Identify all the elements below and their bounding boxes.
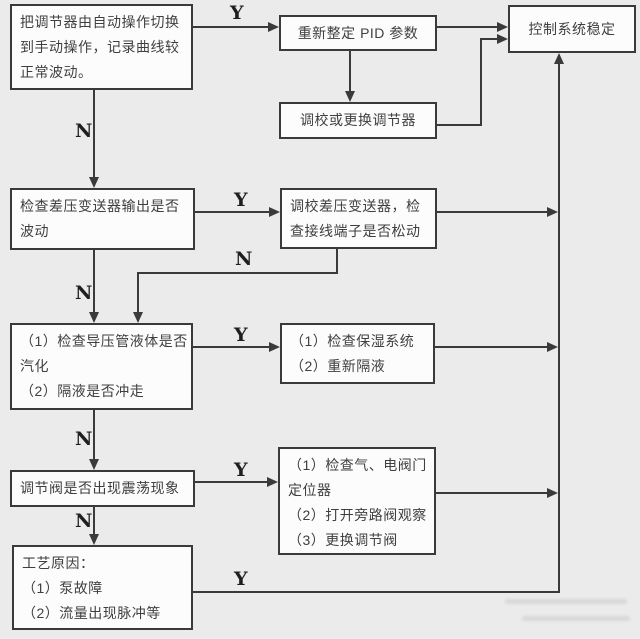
connector-check-transmitter-to-check-impulse [93, 250, 95, 312]
node-text-line: 波动 [20, 223, 49, 239]
arrowhead-into-recalibrate-transmitter [269, 207, 280, 217]
node-text-line: （1）泵故障 [22, 580, 103, 596]
connector-switch-to-check-transmitter [93, 90, 95, 177]
node-text-line: 正常波动。 [20, 64, 93, 80]
node-check-insulation-system: （1）检查保湿系统 （2）重新隔液 [280, 323, 435, 384]
arrowhead-into-positioner [267, 477, 278, 487]
connector-positioner-to-trunk [436, 492, 547, 494]
branch-label-no-row3: N [75, 428, 93, 450]
node-text-line: 重新整定 PID 参数 [297, 24, 419, 41]
arrowhead-positioner-into-trunk [547, 488, 558, 498]
node-check-impulse-line: （1）检查导压管液体是否 汽化 （2）隔液是否冲走 [10, 323, 193, 410]
watermark-smudge [522, 616, 630, 621]
node-text-line: 调校差压变送器，检 [290, 198, 421, 214]
connector-retune-pid-to-stable [437, 26, 497, 28]
connector-check-impulse-to-insulation [193, 346, 269, 348]
node-recalibrate-or-replace-controller: 调校或更换调节器 [279, 102, 437, 139]
arrowhead-into-stable-second [497, 34, 508, 44]
node-text-line: 调节阀是否出现震荡现象 [20, 480, 180, 496]
branch-label-no-feedback: N [235, 248, 253, 270]
connector-process-causes-to-trunk [193, 591, 560, 593]
branch-label-no-row1: N [75, 120, 93, 142]
connector-valve-osc-to-process-causes [93, 507, 95, 534]
connector-valve-osc-to-positioner [195, 481, 267, 483]
arrowhead-into-check-impulse [89, 312, 99, 323]
node-text-line: 到手动操作，记录曲线较 [20, 39, 180, 55]
node-text-line: （2）隔液是否冲走 [20, 383, 145, 399]
node-text-line: （2）流量出现脉冲等 [22, 605, 161, 621]
node-text-line: （2）重新隔液 [290, 358, 386, 374]
node-text-line: 汽化 [20, 358, 49, 374]
branch-label-no-row4: N [75, 510, 93, 532]
connector-replace-controller-to-stable-h1 [437, 124, 482, 126]
arrowhead-feedback-into-check-impulse [133, 312, 143, 323]
node-text-line: 查接线端子是否松动 [290, 223, 421, 239]
node-text-line: 控制系统稳定 [528, 20, 616, 37]
branch-label-no-row2: N [75, 282, 93, 304]
connector-trunk-to-stable [558, 64, 560, 593]
connector-recalibrate-no-feedback-h [137, 272, 338, 274]
node-text-line: 调校或更换调节器 [300, 112, 416, 128]
node-text-line: 检查差压变送器输出是否 [20, 198, 180, 214]
node-text-line: （1）检查保湿系统 [290, 333, 415, 349]
node-retune-pid: 重新整定 PID 参数 [279, 15, 437, 51]
node-text-line: （2）打开旁路阀观察 [288, 507, 427, 523]
connector-insulation-to-trunk [435, 346, 547, 348]
arrowhead-into-insulation [269, 342, 280, 352]
node-control-system-stable: 控制系统稳定 [508, 5, 636, 53]
connector-recalibrate-to-trunk [437, 211, 547, 213]
connector-recalibrate-no-feedback-v2 [137, 274, 139, 312]
node-text-line: （1）检查导压管液体是否 [20, 333, 188, 349]
arrowhead-into-check-transmitter [89, 177, 99, 188]
node-process-causes: 工艺原因： （1）泵故障 （2）流量出现脉冲等 [12, 545, 193, 630]
arrowhead-into-replace-controller [345, 91, 355, 102]
node-recalibrate-dp-transmitter: 调校差压变送器，检 查接线端子是否松动 [280, 188, 437, 249]
node-text-line: 工艺原因： [22, 555, 95, 571]
arrowhead-into-process-causes [89, 534, 99, 545]
branch-label-yes-row4: Y [234, 459, 248, 481]
node-text-line: 定位器 [288, 482, 332, 498]
arrowhead-trunk-into-stable [554, 53, 564, 64]
node-text-line: （3）更换调节阀 [288, 532, 398, 548]
watermark-smudge [505, 599, 627, 604]
node-text-line: （1）检查气、电阀门 [288, 457, 427, 473]
node-check-dp-transmitter-output: 检查差压变送器输出是否 波动 [10, 188, 195, 250]
branch-label-yes-row1: Y [230, 2, 244, 24]
branch-label-yes-row2: Y [234, 189, 248, 211]
node-switch-to-manual: 把调节器由自动操作切换 到手动操作，记录曲线较 正常波动。 [10, 4, 193, 90]
connector-check-impulse-to-valve-osc [93, 410, 95, 459]
branch-label-yes-row5: Y [234, 568, 248, 590]
branch-label-yes-row3: Y [234, 324, 248, 346]
connector-check-transmitter-to-recalibrate [195, 211, 269, 213]
arrowhead-into-valve-osc [89, 459, 99, 470]
arrowhead-recalibrate-into-trunk [547, 207, 558, 217]
connector-recalibrate-no-feedback-v1 [336, 249, 338, 272]
connector-replace-controller-to-stable-h2 [480, 38, 497, 40]
arrowhead-into-stable-top [497, 22, 508, 32]
connector-replace-controller-to-stable-v [480, 39, 482, 126]
node-text-line: 把调节器由自动操作切换 [20, 14, 180, 30]
arrowhead-into-retune-pid [268, 22, 279, 32]
node-check-valve-oscillation: 调节阀是否出现震荡现象 [10, 470, 195, 507]
arrowhead-insulation-into-trunk [547, 342, 558, 352]
connector-switch-to-retune-pid [193, 26, 268, 28]
node-check-valve-positioner: （1）检查气、电阀门 定位器 （2）打开旁路阀观察 （3）更换调节阀 [278, 447, 436, 555]
connector-retune-pid-to-replace-controller [349, 51, 351, 91]
